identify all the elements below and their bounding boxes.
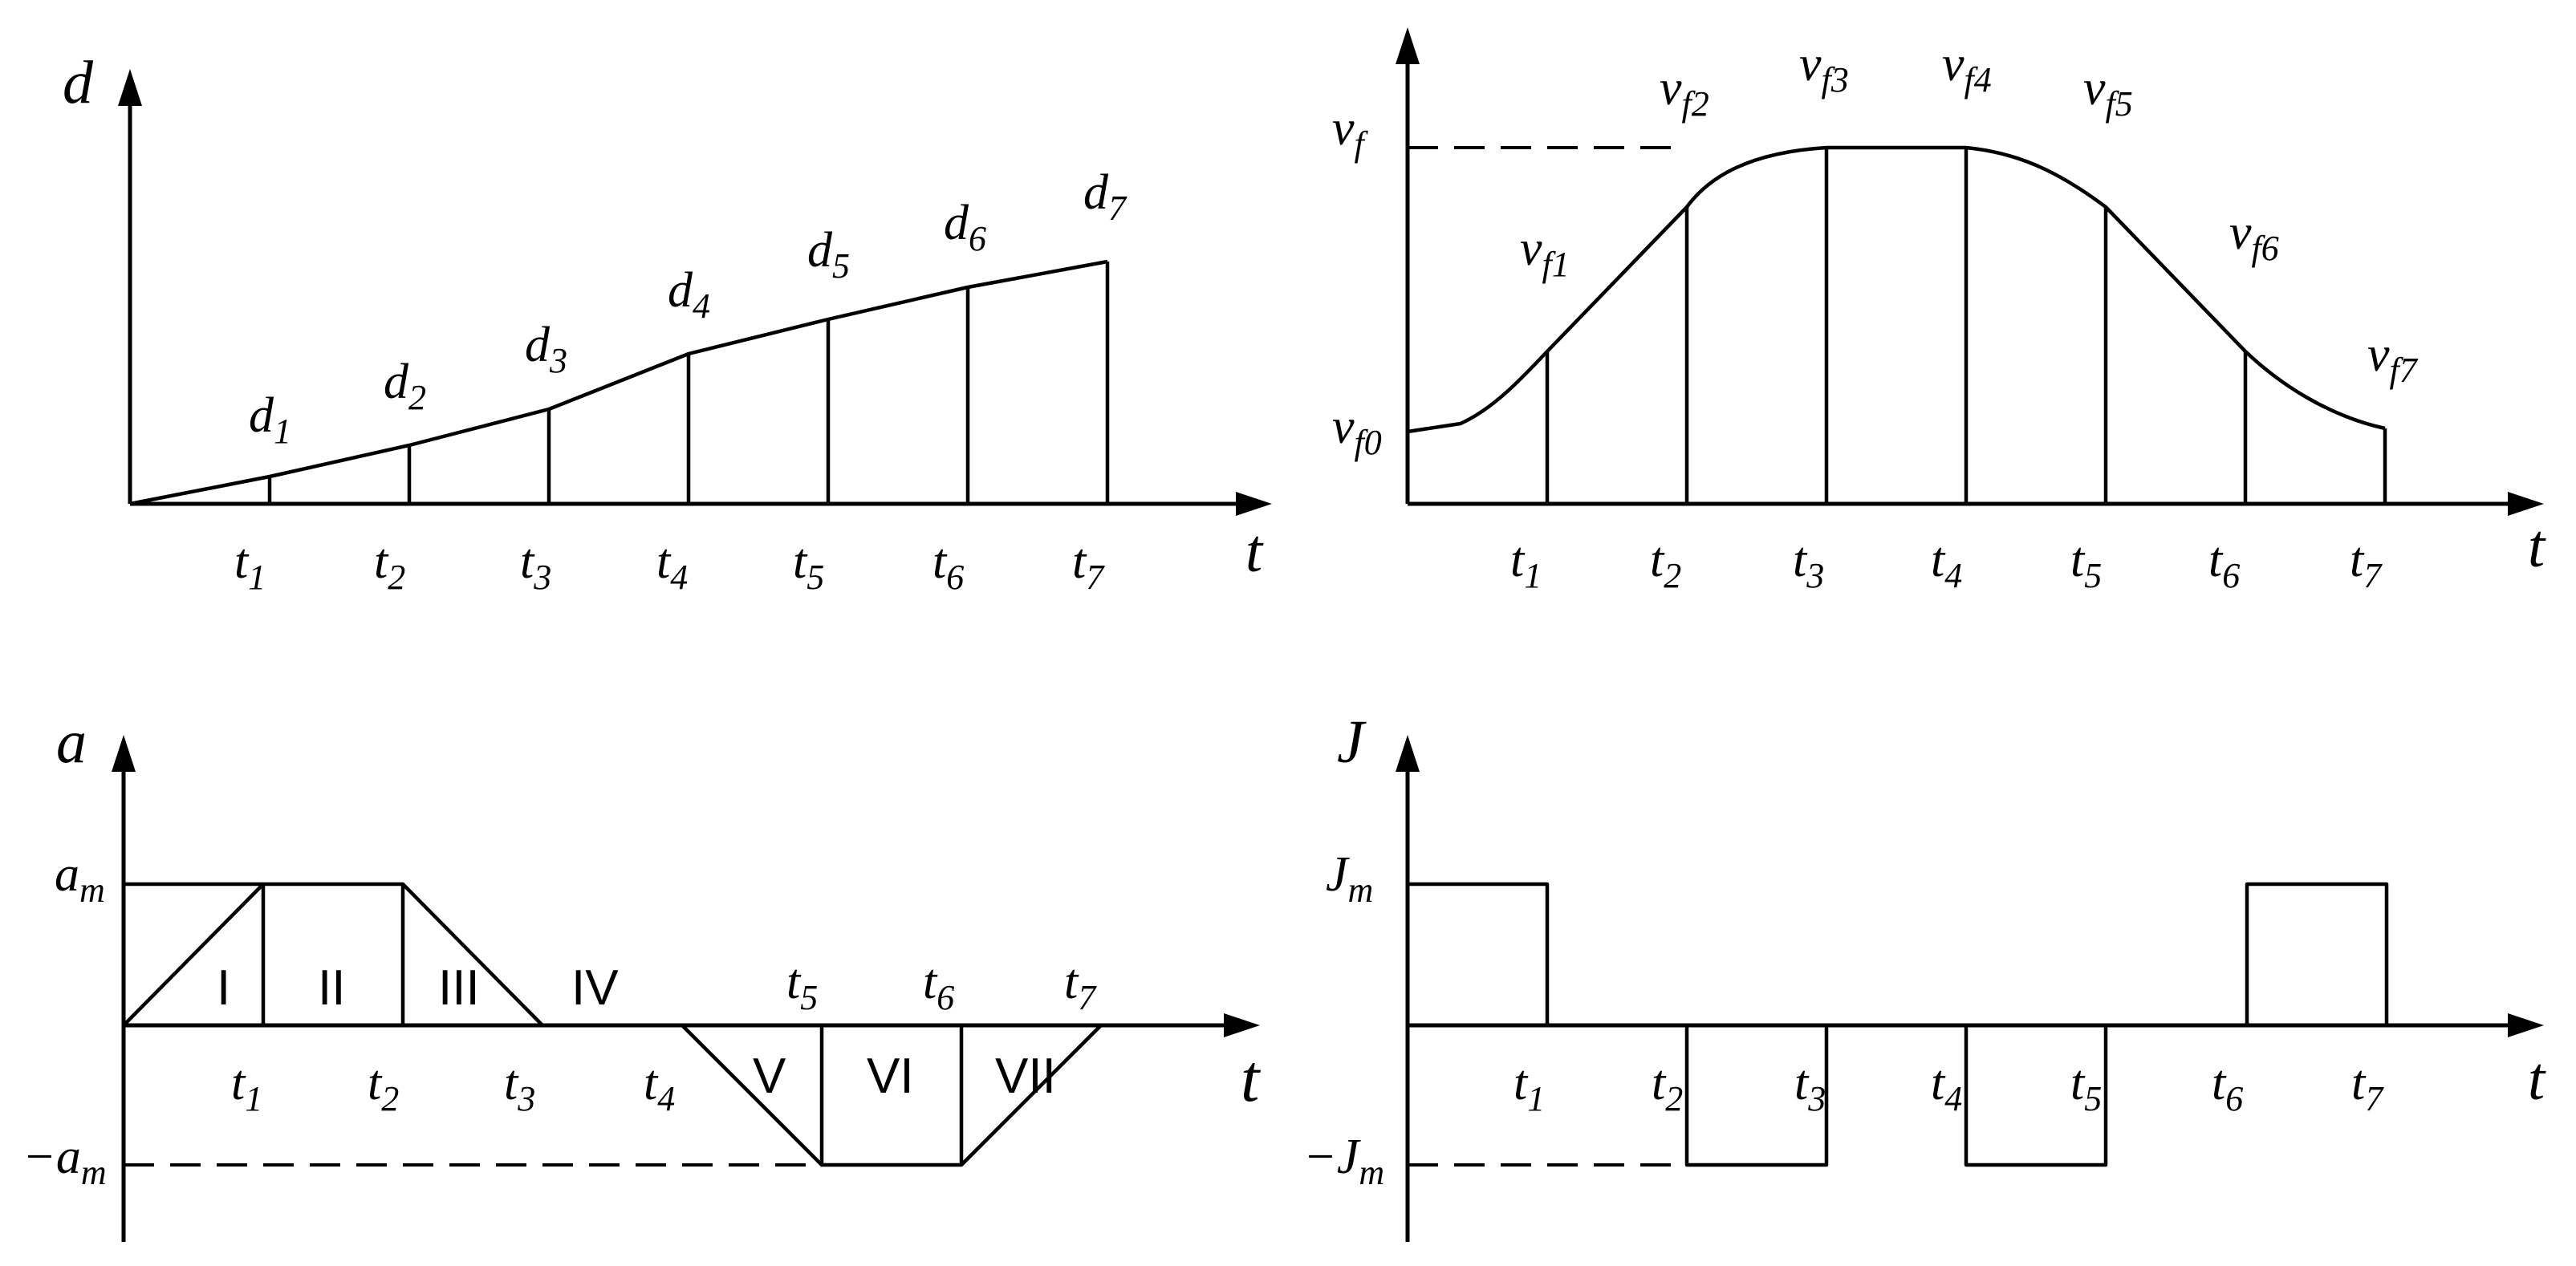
acceleration-profile bbox=[122, 882, 1103, 1167]
distance-x-tick-labels: t1 t2 t3 t4 t5 t6 t7 bbox=[234, 534, 1105, 597]
distance-label-d3: d3 bbox=[525, 318, 567, 380]
distance-panel: d t t1 t2 t3 t4 t5 t6 t7 d1 d2 d3 d4 d5 … bbox=[63, 49, 1272, 597]
velocity-tick-t2: t2 bbox=[1650, 533, 1681, 595]
velocity-label-vf: vf bbox=[1332, 101, 1369, 164]
acceleration-tick-t7: t7 bbox=[1064, 955, 1097, 1017]
distance-label-d1: d1 bbox=[249, 388, 291, 451]
jerk-label-minus-jm: −Jm bbox=[1303, 1130, 1384, 1192]
distance-tick-t2: t2 bbox=[374, 534, 405, 597]
velocity-panel: vf vf0 t t1 t2 t3 t4 t5 t6 t7 vf1 vf2 vf… bbox=[1332, 27, 2546, 595]
jerk-tick-t2: t2 bbox=[1652, 1056, 1683, 1118]
jerk-x-arrow bbox=[2508, 1013, 2544, 1037]
jerk-pulse-1 bbox=[1408, 882, 1550, 1025]
jerk-tick-t4: t4 bbox=[1931, 1056, 1962, 1118]
acceleration-label-minus-am: −am bbox=[22, 1130, 107, 1192]
velocity-label-vf4: vf4 bbox=[1942, 37, 1992, 99]
velocity-label-vf0: vf0 bbox=[1332, 400, 1382, 462]
distance-label-d7: d7 bbox=[1083, 165, 1128, 228]
velocity-x-arrow bbox=[2508, 492, 2544, 516]
velocity-x-axis-label: t bbox=[2528, 513, 2546, 580]
distance-tick-t5: t5 bbox=[793, 534, 824, 597]
acceleration-tick-t6: t6 bbox=[923, 955, 954, 1017]
distance-tick-t3: t3 bbox=[520, 534, 551, 597]
acceleration-tick-t4: t4 bbox=[644, 1056, 675, 1118]
distance-label-d6: d6 bbox=[944, 196, 986, 258]
phase-label-iii: III bbox=[438, 960, 480, 1016]
distance-label-d2: d2 bbox=[384, 355, 426, 417]
velocity-tick-t3: t3 bbox=[1793, 533, 1824, 595]
jerk-y-axis-label: J bbox=[1337, 708, 1367, 776]
jerk-label-jm: Jm bbox=[1326, 847, 1373, 910]
distance-x-arrow bbox=[1236, 492, 1272, 516]
jerk-y-arrow bbox=[1396, 735, 1420, 772]
jerk-x-tick-labels: t1 t2 t3 t4 t5 t6 t7 bbox=[1514, 1056, 2384, 1118]
phase-label-iv: IV bbox=[571, 960, 619, 1016]
distance-tick-t7: t7 bbox=[1072, 534, 1105, 597]
velocity-curve bbox=[1407, 145, 2386, 434]
velocity-tick-t7: t7 bbox=[2350, 533, 2383, 595]
velocity-label-vf3: vf3 bbox=[1799, 37, 1849, 99]
velocity-label-vf5: vf5 bbox=[2083, 61, 2133, 124]
jerk-tick-t7: t7 bbox=[2351, 1056, 2384, 1118]
velocity-y-arrow bbox=[1396, 27, 1420, 64]
phase-label-v: V bbox=[753, 1049, 786, 1104]
acceleration-tick-t1: t1 bbox=[231, 1056, 262, 1118]
distance-y-axis-label: d bbox=[63, 49, 94, 116]
distance-x-axis-label: t bbox=[1245, 517, 1264, 585]
acceleration-phase-labels: I II III IV V VI VII bbox=[217, 960, 1056, 1104]
jerk-panel: J t Jm −Jm t1 t2 t3 t4 t5 t6 t7 bbox=[1303, 708, 2546, 1242]
distance-point-labels: d1 d2 d3 d4 d5 d6 d7 bbox=[249, 165, 1128, 451]
distance-tick-t4: t4 bbox=[656, 534, 688, 597]
acceleration-x-arrow bbox=[1224, 1013, 1260, 1037]
distance-tick-t6: t6 bbox=[932, 534, 964, 597]
velocity-tick-t4: t4 bbox=[1931, 533, 1962, 595]
acceleration-y-axis-label: a bbox=[56, 708, 87, 776]
phase-label-ii: II bbox=[318, 960, 345, 1016]
jerk-tick-t6: t6 bbox=[2212, 1056, 2243, 1118]
acceleration-tick-t3: t3 bbox=[504, 1056, 535, 1118]
jerk-tick-t3: t3 bbox=[1794, 1056, 1826, 1118]
distance-curve bbox=[129, 259, 1108, 506]
phase-label-vii: VII bbox=[995, 1049, 1056, 1104]
acceleration-label-am: am bbox=[55, 847, 105, 910]
phase-label-i: I bbox=[217, 960, 230, 1016]
acceleration-tick-t2: t2 bbox=[368, 1056, 399, 1118]
jerk-pulse-7 bbox=[2245, 882, 2389, 1025]
acceleration-x-tick-labels: t1 t2 t3 t4 t5 t6 t7 bbox=[231, 955, 1097, 1118]
velocity-label-vf2: vf2 bbox=[1660, 61, 1709, 124]
velocity-label-vf7: vf7 bbox=[2367, 327, 2419, 390]
velocity-x-tick-labels: t1 t2 t3 t4 t5 t6 t7 bbox=[1510, 533, 2383, 595]
velocity-label-vf1: vf1 bbox=[1520, 221, 1570, 284]
distance-tick-t1: t1 bbox=[234, 534, 266, 597]
phase-label-vi: VI bbox=[867, 1049, 914, 1104]
velocity-tick-t5: t5 bbox=[2070, 533, 2102, 595]
distance-label-d4: d4 bbox=[668, 263, 710, 326]
acceleration-x-axis-label: t bbox=[1241, 1041, 1262, 1116]
velocity-tick-t1: t1 bbox=[1510, 533, 1542, 595]
acceleration-panel: a t am −am I II III IV V VI VII t1 t2 t3… bbox=[22, 708, 1262, 1242]
jerk-pulse-5 bbox=[1964, 1025, 2108, 1167]
velocity-point-labels: vf1 vf2 vf3 vf4 vf5 vf6 vf7 bbox=[1520, 37, 2419, 390]
jerk-tick-t1: t1 bbox=[1514, 1056, 1545, 1118]
acceleration-y-arrow bbox=[112, 735, 136, 772]
distance-y-arrow bbox=[118, 69, 142, 106]
velocity-label-vf6: vf6 bbox=[2229, 205, 2279, 268]
jerk-x-axis-label: t bbox=[2528, 1045, 2546, 1113]
distance-label-d5: d5 bbox=[807, 223, 850, 286]
acceleration-tick-t5: t5 bbox=[786, 955, 818, 1017]
jerk-pulse-3 bbox=[1684, 1025, 1829, 1167]
velocity-tick-t6: t6 bbox=[2208, 533, 2240, 595]
jerk-tick-t5: t5 bbox=[2070, 1056, 2102, 1118]
